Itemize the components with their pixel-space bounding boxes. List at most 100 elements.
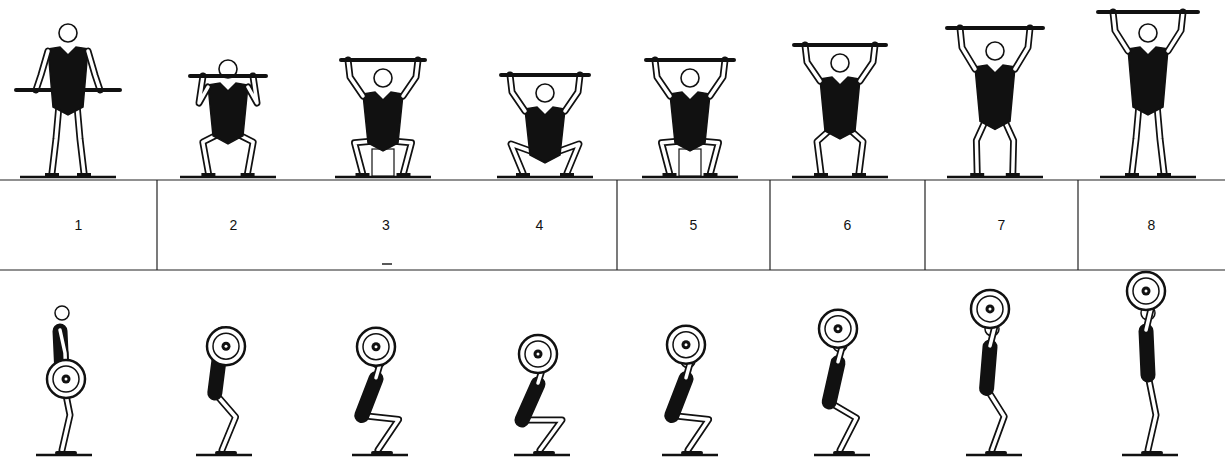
barbell (1098, 10, 1198, 14)
limb-outline (1113, 12, 1128, 51)
head (1139, 24, 1157, 42)
limb-fill (1148, 375, 1156, 450)
platform (662, 454, 718, 457)
bar-end (225, 345, 228, 348)
step-number: 3 (310, 181, 462, 269)
platform (947, 176, 1043, 179)
limb-fill (1004, 119, 1014, 173)
seat-block (372, 149, 394, 176)
weight-plate (819, 310, 857, 348)
lifter-front (792, 45, 888, 177)
weight-plate-ring (1133, 278, 1159, 304)
limb-outline (699, 141, 719, 173)
limb-outline (355, 141, 375, 173)
singlet (208, 83, 248, 144)
platform (1122, 454, 1178, 457)
limb-outline (1015, 28, 1030, 69)
limb-fill (362, 416, 399, 451)
barbell (794, 43, 886, 47)
platform (792, 176, 888, 179)
foot (1006, 173, 1020, 177)
foot (1125, 173, 1139, 177)
limb-outline (805, 45, 820, 81)
singlet (670, 92, 710, 151)
weight-plate-ring (213, 333, 239, 359)
singlet (820, 77, 860, 139)
singlet (1146, 331, 1148, 375)
foot (373, 451, 391, 455)
limb-fill (1015, 28, 1030, 69)
step-number: 6 (770, 181, 925, 269)
barbell (646, 58, 734, 62)
bar-end (65, 378, 68, 381)
head (536, 84, 554, 102)
foot (1143, 451, 1161, 455)
limb-fill (392, 141, 412, 173)
foot (516, 173, 530, 177)
limb-fill (510, 75, 525, 111)
limb-outline (77, 105, 84, 173)
limb-fill (860, 45, 875, 81)
foot (45, 173, 59, 177)
foot (1157, 173, 1171, 177)
foot (852, 173, 866, 177)
front-view-figures (16, 12, 1198, 177)
head (681, 69, 699, 87)
limb-fill (662, 141, 682, 173)
lifter-side (966, 290, 1022, 455)
limb-outline (662, 141, 682, 173)
lifter-front (335, 60, 431, 177)
limb-fill (203, 134, 219, 173)
singlet (522, 384, 538, 420)
limb-outline (237, 134, 253, 173)
weight-plate-hub (834, 324, 843, 333)
weight-plate-hub (1142, 287, 1151, 296)
foot (535, 451, 553, 455)
weight-plate (667, 326, 705, 364)
limb-outline (849, 129, 863, 173)
foot (683, 451, 701, 455)
limb-outline (510, 75, 525, 111)
platform (497, 176, 593, 179)
weight-plate (47, 360, 85, 398)
singlet (48, 47, 88, 115)
weight-plate-ring (673, 332, 699, 358)
foot (560, 173, 574, 177)
limb-outline (960, 28, 975, 69)
limb-fill (805, 45, 820, 81)
limb-outline (1168, 12, 1183, 51)
limb-fill (403, 60, 418, 96)
limb-fill (976, 119, 986, 173)
lifter-side (814, 310, 870, 455)
limb-fill (1157, 105, 1164, 173)
limb-outline (392, 141, 412, 173)
singlet (672, 379, 686, 416)
foot (241, 173, 255, 177)
side-view-figures (36, 272, 1178, 455)
lifter-side (36, 306, 92, 455)
lifter-front (1098, 12, 1198, 177)
limb-fill (1113, 12, 1128, 51)
lifter-front (16, 24, 120, 177)
foot (987, 451, 1005, 455)
head (831, 54, 849, 72)
limb-outline (829, 402, 856, 450)
limb-outline (1004, 119, 1014, 173)
barbell (190, 74, 266, 78)
platform (180, 176, 276, 179)
limb-outline (1157, 105, 1164, 173)
limb-outline (215, 393, 236, 450)
limb-outline (36, 51, 48, 90)
limb-outline (976, 119, 986, 173)
step-number: 1 (0, 181, 157, 269)
limb-fill (699, 141, 719, 173)
limb-outline (1148, 375, 1156, 450)
barbell (16, 88, 120, 92)
platform (20, 176, 116, 179)
limb-fill (348, 60, 363, 96)
lifter-front (642, 60, 738, 177)
weight-plate-ring (53, 366, 79, 392)
limb-outline (203, 134, 219, 173)
limb-fill (849, 129, 863, 173)
